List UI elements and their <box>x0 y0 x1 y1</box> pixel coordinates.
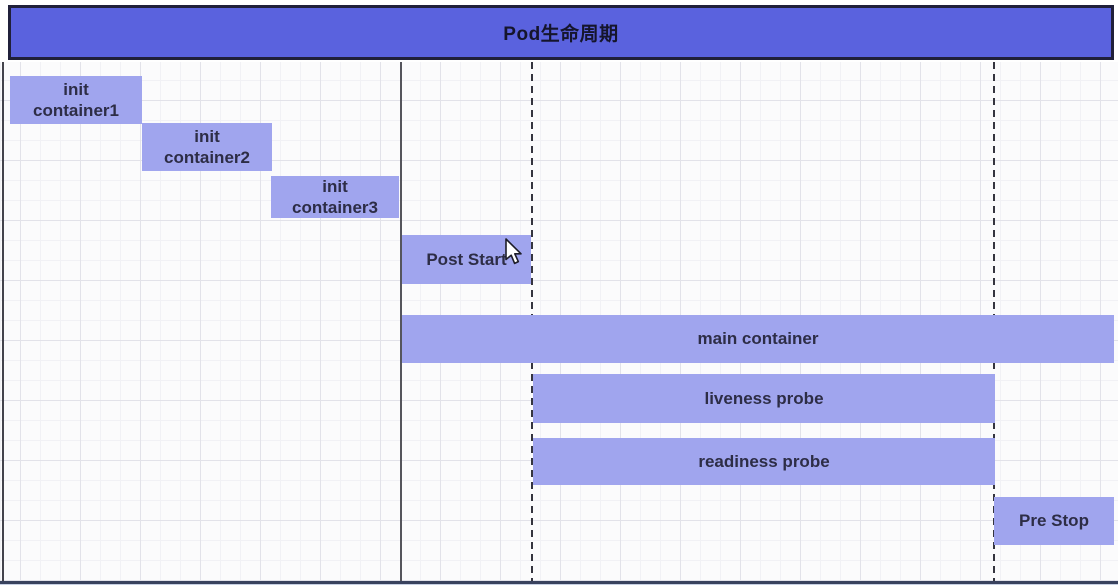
bar-init-container2: init container2 <box>142 123 272 171</box>
bar-liveness-probe: liveness probe <box>533 374 995 423</box>
bar-pre-stop: Pre Stop <box>994 497 1114 545</box>
bar-init-container1: init container1 <box>10 76 142 124</box>
left-border-line <box>2 62 4 581</box>
mouse-cursor-icon <box>505 238 522 265</box>
bottom-border-line <box>0 581 1118 585</box>
bar-readiness-probe: readiness probe <box>533 438 995 485</box>
page-title: Pod生命周期 <box>503 24 619 45</box>
bar-main-container: main container <box>402 315 1114 363</box>
bar-post-start: Post Start <box>402 235 531 284</box>
title-bar: Pod生命周期 <box>8 5 1114 60</box>
bar-init-container3: init container3 <box>271 176 399 218</box>
phase-boundary-solid-line <box>400 62 402 581</box>
